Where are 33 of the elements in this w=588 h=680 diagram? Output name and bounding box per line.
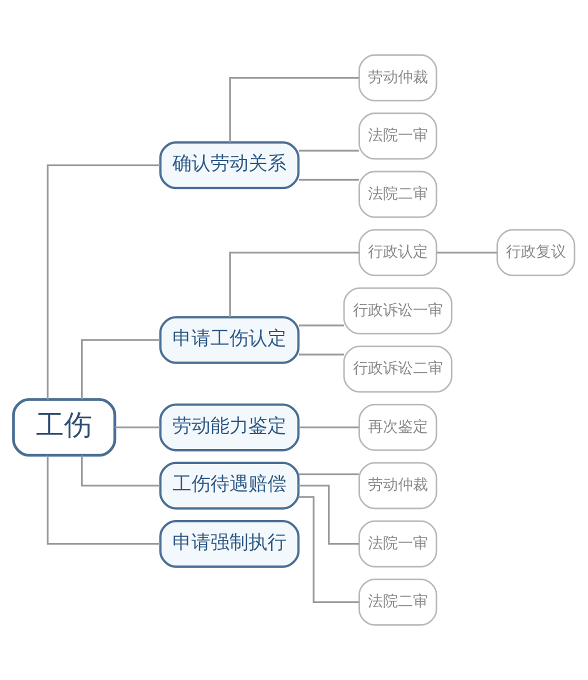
node-box: 申请强制执行	[159, 520, 300, 568]
connector	[298, 496, 360, 604]
node-box: 行政复议	[496, 229, 576, 276]
node-box: 申请工伤认定	[159, 316, 300, 364]
node-box: 法院一审	[358, 112, 438, 160]
node-box: 行政诉讼二审	[343, 346, 452, 393]
connector	[436, 252, 497, 254]
node-box: 劳动仲裁	[358, 54, 438, 102]
node-box: 劳动能力鉴定	[159, 403, 300, 452]
node-box: 行政认定	[358, 229, 438, 276]
connector	[81, 339, 160, 400]
node-box: 法院一审	[358, 520, 438, 568]
connector	[298, 324, 344, 326]
connector	[229, 76, 359, 142]
connector	[298, 426, 359, 428]
connector	[298, 178, 359, 181]
node-box: 行政诉讼一审	[343, 287, 452, 334]
node-box: 确认劳动关系	[159, 141, 300, 190]
connector	[298, 473, 359, 476]
node-box: 工伤	[12, 398, 116, 457]
node-box: 法院二审	[358, 578, 438, 626]
node-box: 工伤待遇赔偿	[159, 462, 300, 510]
connector	[298, 150, 359, 152]
connector	[115, 426, 160, 428]
connector	[229, 252, 359, 318]
node-box: 法院二审	[358, 170, 438, 218]
connector	[46, 456, 160, 545]
connector	[81, 455, 160, 487]
node-box: 再次鉴定	[358, 404, 438, 451]
connector	[46, 164, 160, 400]
node-box: 劳动仲裁	[358, 462, 438, 510]
connector	[298, 484, 359, 545]
connector	[298, 354, 344, 356]
